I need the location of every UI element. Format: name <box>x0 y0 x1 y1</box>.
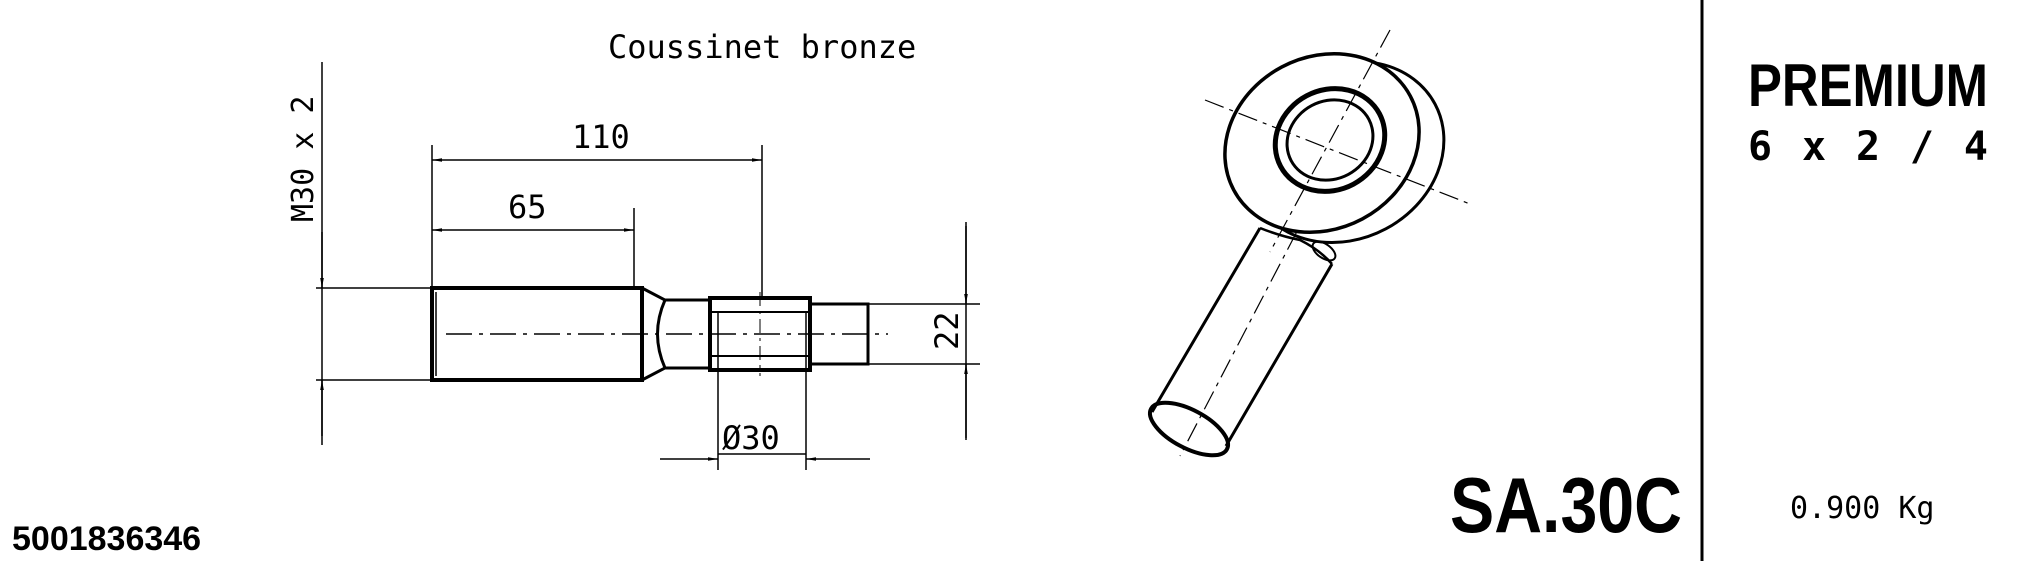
dim-65-label: 65 <box>508 188 547 226</box>
weight-value: 0.900 Kg <box>1790 491 1935 526</box>
part-number: 5001836346 <box>12 520 201 558</box>
eye-axis-horizontal <box>1204 99 1471 205</box>
side-view <box>430 286 888 382</box>
thread-label: M30 x 2 <box>286 96 321 222</box>
rod-end-ellipse <box>1147 400 1231 458</box>
bushing-outer <box>1272 86 1388 194</box>
head-body <box>708 296 812 372</box>
packing-info: 6 x 2 / 4 <box>1748 124 1988 170</box>
dim-bore-label: Ø30 <box>722 419 780 457</box>
rod-neck <box>1259 226 1333 265</box>
model-number: SA.30C <box>1450 461 1682 549</box>
neck-inner-curve <box>665 298 710 370</box>
dim-110-label: 110 <box>572 118 630 156</box>
dimensions <box>316 62 980 470</box>
rod-neck-fillet <box>1311 240 1337 262</box>
eye-rim-front <box>1223 51 1421 235</box>
series-name: PREMIUM <box>1748 52 1988 119</box>
eye-axis-vertical <box>1269 29 1391 253</box>
dim-22-label: 22 <box>928 311 966 350</box>
bushing-inner <box>1285 98 1375 182</box>
bearing-label: Coussinet bronze <box>608 28 916 66</box>
rod-outline <box>1150 227 1334 447</box>
isometric-view <box>1147 29 1471 458</box>
